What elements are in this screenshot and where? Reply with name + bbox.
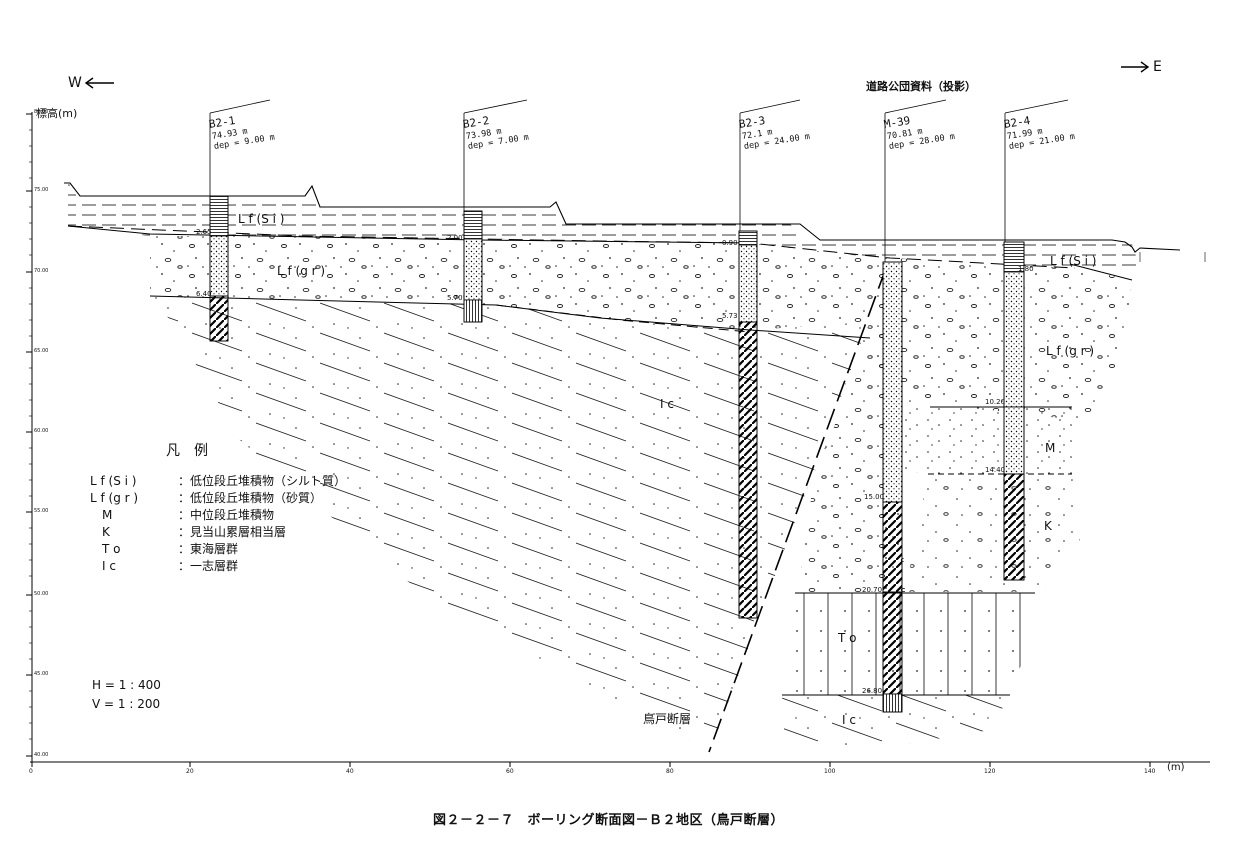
y-tick-label: 50.00 <box>34 591 49 597</box>
borehole-m-39-column <box>882 99 947 713</box>
x-tick-label: 140 <box>1144 768 1156 775</box>
depth-marker: 26.80 <box>862 687 883 695</box>
legend-code: L f (S i ) <box>90 473 137 488</box>
legend-desc: ：見当山累層相当層 <box>178 525 287 539</box>
legend-item: T o ：東海層群 <box>90 540 346 557</box>
legend-item: L f (S i ) ：低位段丘堆積物（シルト質） <box>90 472 346 489</box>
y-tick-label: 75.00 <box>34 187 49 193</box>
y-tick-label: 45.00 <box>34 671 49 677</box>
boundaries <box>64 182 1206 696</box>
legend-desc: ：一志層群 <box>178 559 239 573</box>
layer-label-to: T o <box>838 631 857 645</box>
borehole-b2-4-column <box>1003 99 1069 581</box>
y-tick-label: 60.00 <box>34 428 49 434</box>
legend-desc: ：東海層群 <box>178 542 239 556</box>
legend-code: I c <box>90 559 116 573</box>
depth-marker: 20.70 <box>862 586 883 594</box>
ic-upper-unit <box>150 296 870 752</box>
legend: 凡 例 L f (S i ) ：低位段丘堆積物（シルト質） L f (g r ) ：… <box>90 440 346 574</box>
legend-desc: ：中位段丘堆積物 <box>178 508 275 522</box>
legend-code: K <box>90 525 110 539</box>
axes <box>26 112 1210 767</box>
legend-item: K ：見当山累層相当層 <box>90 523 346 540</box>
legend-item: L f (g r ) ：低位段丘堆積物（砂質） <box>90 489 346 506</box>
horizontal-scale: H = 1 : 400 <box>92 678 161 692</box>
m-unit <box>900 405 1072 474</box>
figure-caption: 図２－２－７ ボーリング断面図－Ｂ２地区（鳥戸断層） <box>433 813 785 828</box>
x-tick-label: 60 <box>506 768 514 775</box>
x-tick-label: 80 <box>666 768 674 775</box>
ic-lower-unit <box>782 695 1010 745</box>
legend-code: L f (g r ) <box>90 490 139 505</box>
depth-marker: 5.70 <box>447 294 463 302</box>
fault-line <box>708 267 887 753</box>
depth-marker: 15.00 <box>864 493 885 501</box>
depth-marker: 14.40 <box>985 466 1006 474</box>
layer-label-m: M <box>1045 441 1056 455</box>
layer-label-lf-si: L f (S i ) <box>238 212 285 226</box>
depth-marker: 5.73 <box>722 312 738 320</box>
y-axis-label: 標高(m) <box>36 107 78 120</box>
y-tick-label: 55.00 <box>34 508 49 514</box>
layer-label-ic: I c <box>660 397 674 411</box>
layer-label-lf-si: L f (S i ) <box>1050 254 1097 268</box>
layer-label-lf-gr: L f (g r ) <box>1046 344 1095 358</box>
depth-marker: 10.20 <box>985 398 1006 406</box>
to-unit <box>782 593 1035 695</box>
legend-item: M ：中位段丘堆積物 <box>90 506 346 523</box>
borehole-b2-1-column <box>209 99 271 342</box>
legend-desc: ：低位段丘堆積物（シルト質） <box>178 474 347 488</box>
k-unit <box>905 474 1080 592</box>
legend-desc: ：低位段丘堆積物（砂質） <box>178 491 323 505</box>
east-label: E <box>1153 59 1162 75</box>
layer-label-lf-gr: L f (g r ) <box>277 264 326 278</box>
legend-code: T o <box>90 542 121 556</box>
vertical-scale: V = 1 : 200 <box>92 697 161 711</box>
depth-marker: 2.65 <box>196 228 212 236</box>
borehole-b2-2-column <box>463 99 528 323</box>
x-tick-label: 100 <box>824 768 836 775</box>
legend-code: M <box>90 508 113 522</box>
west-label: W <box>68 75 82 91</box>
depth-marker: 1.80 <box>1018 265 1034 273</box>
y-tick-label: 65.00 <box>34 348 49 354</box>
source-note: 道路公団資料（投影） <box>866 80 976 93</box>
west-arrow <box>84 77 114 89</box>
depth-marker: 2.00 <box>447 234 463 242</box>
depth-marker: 6.40 <box>196 290 212 298</box>
east-gravel-lower <box>798 330 905 592</box>
x-tick-label: 40 <box>346 768 354 775</box>
scale-note: H = 1 : 400 V = 1 : 200 <box>92 676 161 714</box>
x-axis-unit: (m) <box>1167 762 1185 773</box>
lf-si-unit <box>68 183 1140 268</box>
legend-item: I c ：一志層群 <box>90 557 346 574</box>
y-tick-label: 70.00 <box>34 268 49 274</box>
layer-label-k: K <box>1044 519 1052 533</box>
x-tick-label: 20 <box>186 768 194 775</box>
y-tick-label: 40.00 <box>34 752 49 758</box>
x-tick-label: 120 <box>984 768 996 775</box>
east-arrow <box>1121 61 1150 73</box>
x-tick-label: 0 <box>29 768 33 775</box>
depth-marker: 0.90 <box>722 239 738 247</box>
borehole-b2-3-column <box>738 99 801 619</box>
layer-label-ic: I c <box>842 713 856 727</box>
y-tick-label: 80.00 <box>34 109 49 115</box>
legend-title: 凡 例 <box>166 443 208 459</box>
fault-label: 鳥戸断層 <box>643 712 692 726</box>
